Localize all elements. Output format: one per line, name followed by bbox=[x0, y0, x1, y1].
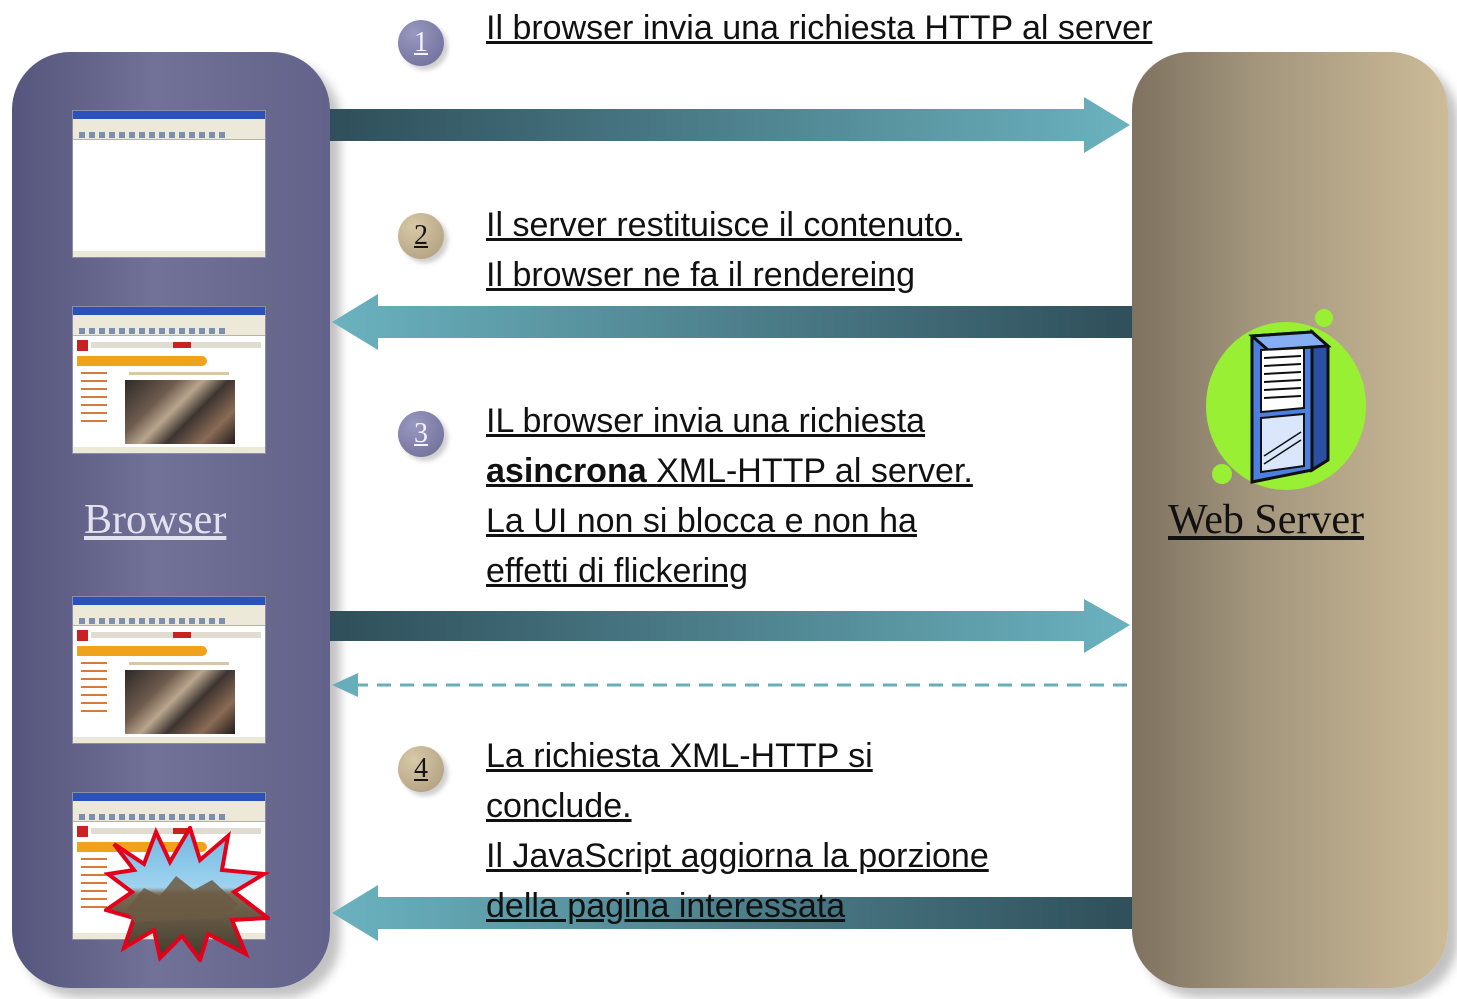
step-2-line: Il browser ne fa il rendereing bbox=[486, 256, 916, 294]
asincrona-highlight: asincrona bbox=[486, 452, 647, 490]
step-1-text: Il browser invia una richiesta HTTP al s… bbox=[486, 3, 1152, 53]
response-arrow-2 bbox=[332, 294, 1132, 350]
async-request-arrow-3 bbox=[330, 599, 1130, 653]
step-3-text: IL browser invia una richiesta asincrona… bbox=[486, 396, 973, 596]
step-3-line: IL browser invia una richiesta bbox=[486, 402, 926, 440]
step-4-badge: 4 bbox=[398, 746, 444, 792]
request-arrow-1 bbox=[330, 97, 1130, 153]
step-3-line-async: asincrona XML-HTTP al server. bbox=[486, 446, 973, 496]
browser-label: Browser bbox=[84, 497, 227, 543]
web-server-label: Web Server bbox=[1168, 497, 1365, 543]
step-3-line: XML-HTTP al server. bbox=[656, 452, 973, 490]
browser-window-icon bbox=[72, 596, 266, 744]
step-1-badge: 1 bbox=[398, 20, 444, 66]
step-3-line: effetti di flickering bbox=[486, 552, 749, 590]
step-4-line: della pagina interessata bbox=[486, 887, 846, 925]
step-2-text: Il server restituisce il contenuto. Il b… bbox=[486, 200, 962, 300]
explosion-icon bbox=[104, 826, 270, 962]
browser-window-icon bbox=[72, 306, 266, 454]
step-4-line: conclude. bbox=[486, 787, 632, 825]
step-4-text: La richiesta XML-HTTP si conclude. Il Ja… bbox=[486, 731, 989, 931]
step-2-line: Il server restituisce il contenuto. bbox=[486, 206, 963, 244]
step-2-badge: 2 bbox=[398, 213, 444, 259]
step-3-badge: 3 bbox=[398, 411, 444, 457]
browser-window-icon bbox=[72, 110, 266, 258]
step-4-line: Il JavaScript aggiorna la porzione bbox=[486, 837, 989, 875]
update-arrow-4 bbox=[332, 885, 1132, 941]
server-rack-icon bbox=[1206, 309, 1366, 490]
async-response-arrowhead bbox=[332, 673, 358, 697]
web-server-panel bbox=[1132, 52, 1448, 988]
step-4-line: La richiesta XML-HTTP si bbox=[486, 737, 873, 775]
step-1-line: Il browser invia una richiesta HTTP al s… bbox=[486, 9, 1153, 47]
step-3-line: La UI non si blocca e non ha bbox=[486, 502, 917, 540]
